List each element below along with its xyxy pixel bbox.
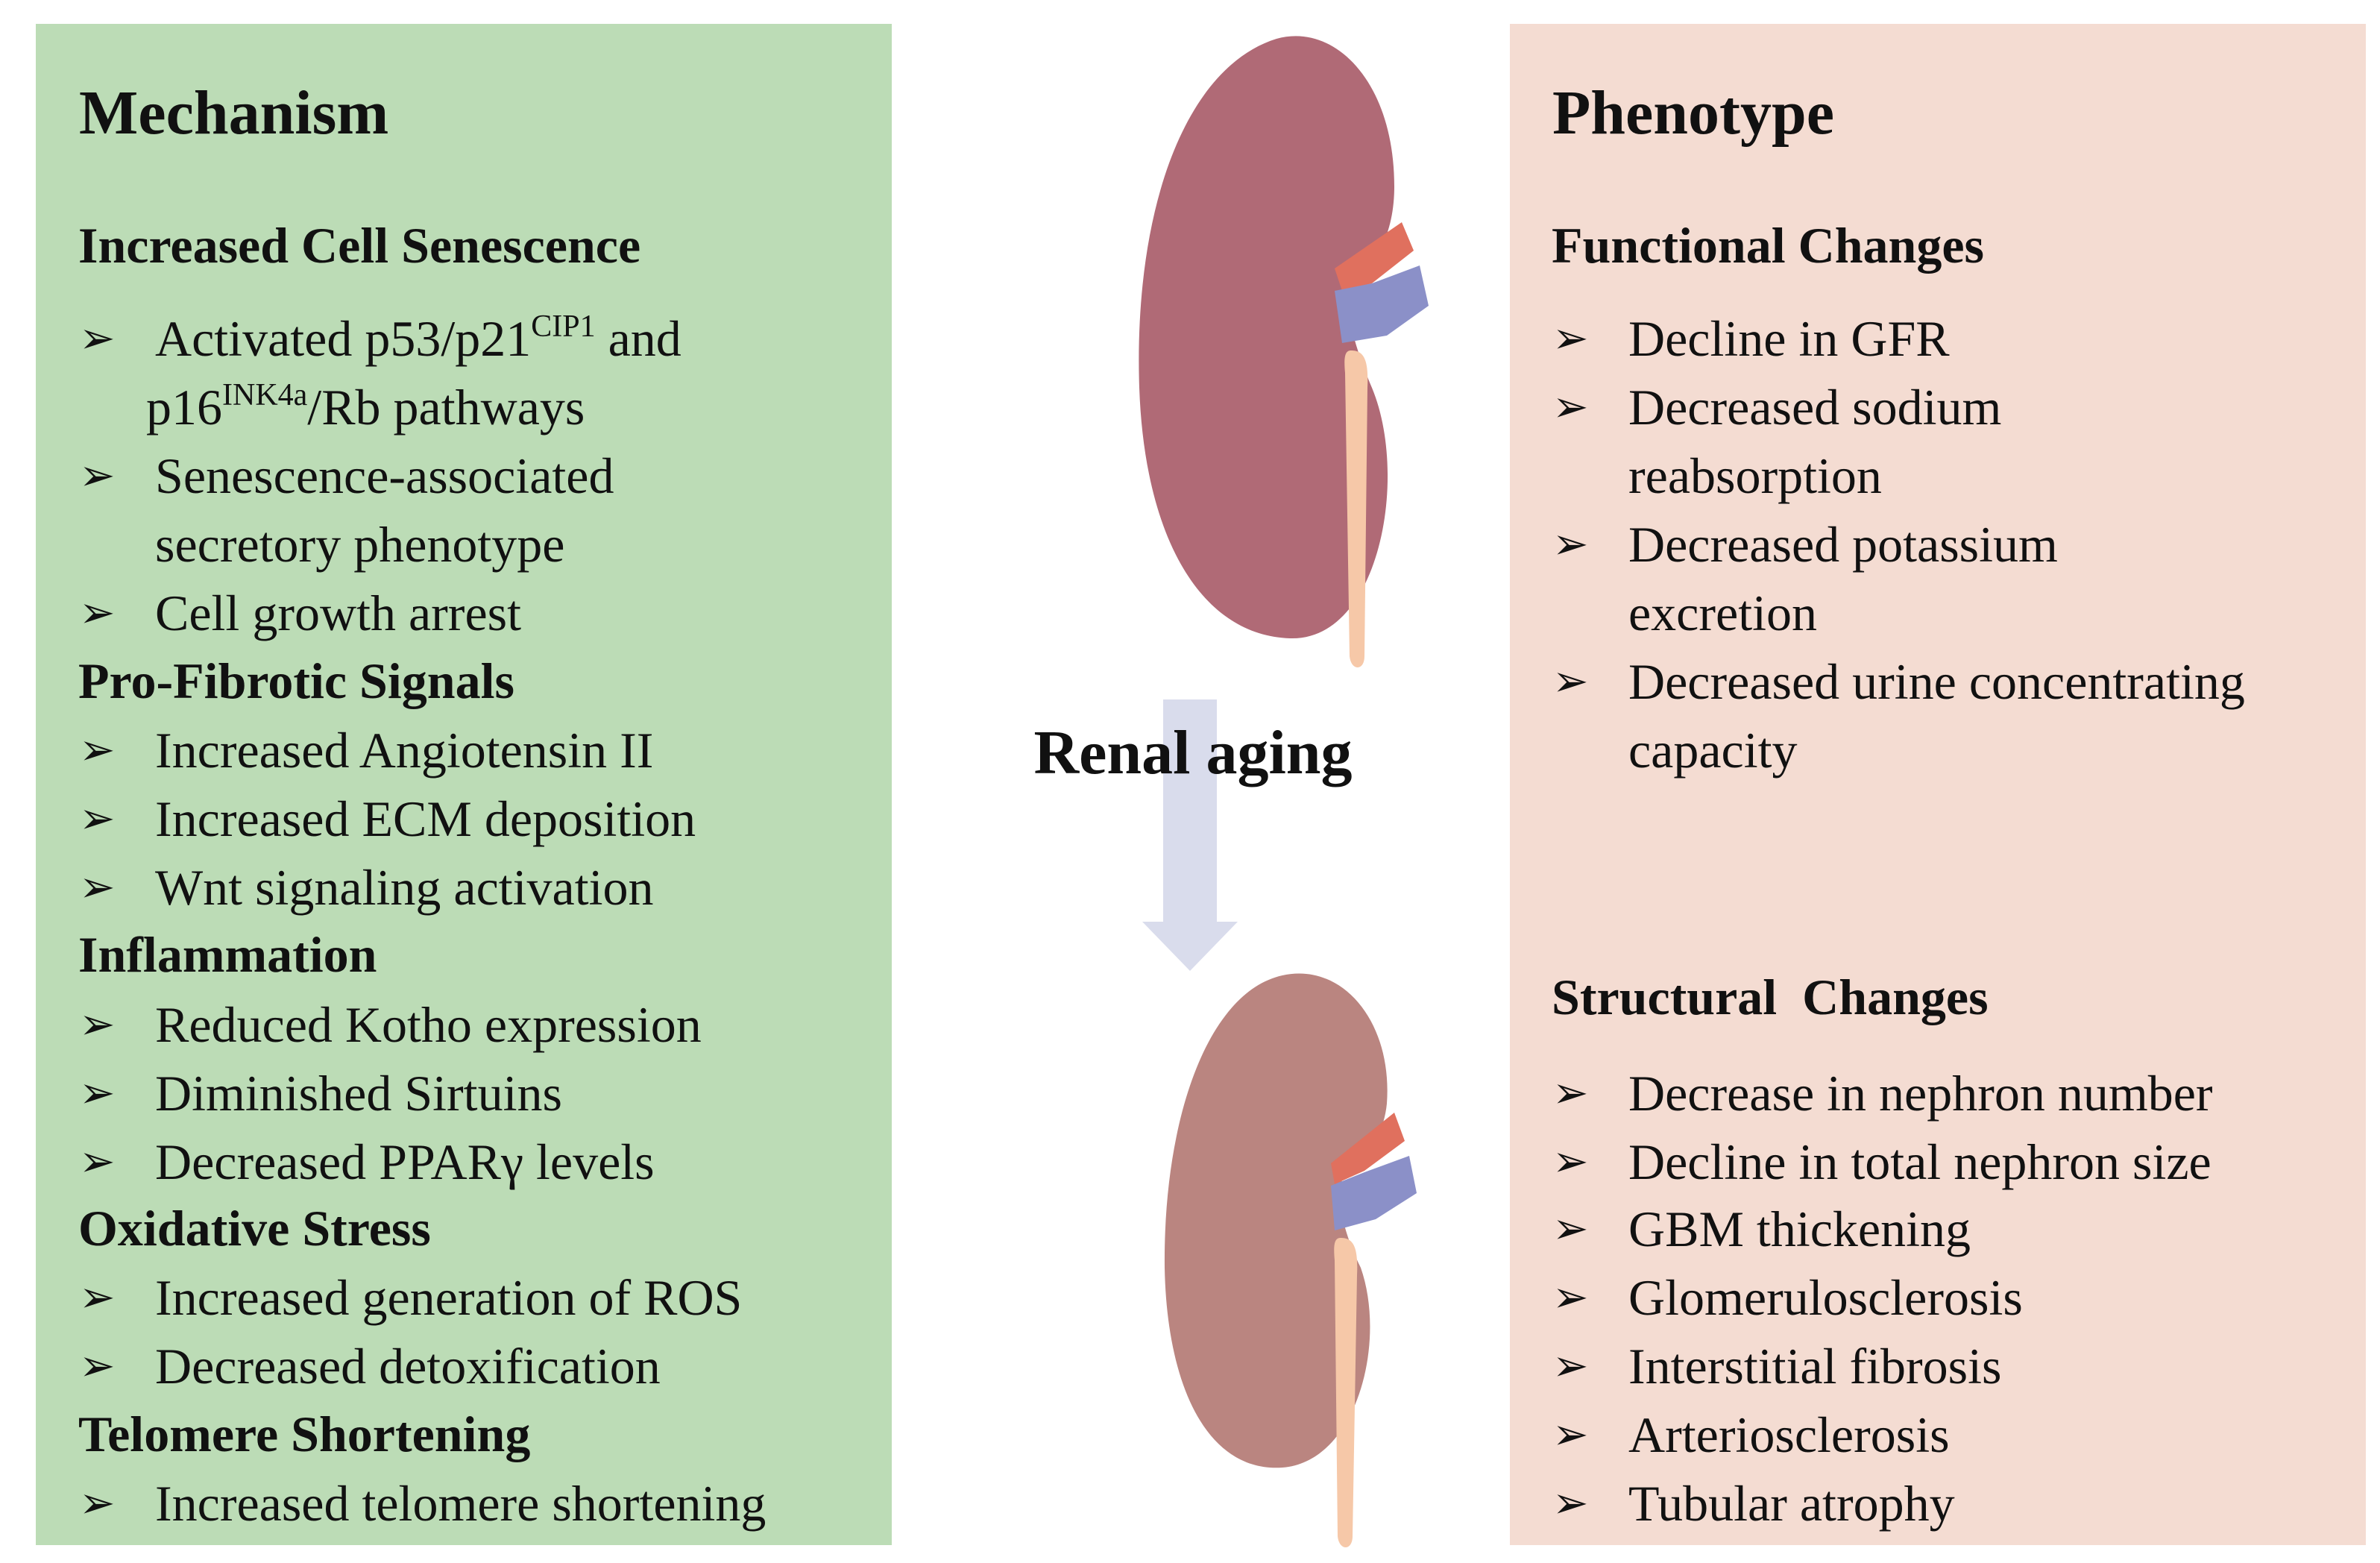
- bullet-arrow-icon: ➢: [79, 726, 116, 774]
- section-heading-functional-changes: Functional Changes: [1552, 217, 1984, 274]
- bullet-arrow-icon: ➢: [79, 863, 116, 911]
- phenotype-panel: Phenotype Functional Changes ➢ Decline i…: [1510, 24, 2366, 1545]
- bullet-arrow-icon: ➢: [1552, 657, 1589, 705]
- bullet-arrow-icon: ➢: [79, 794, 116, 843]
- list-item-text: Increased Angiotensin II: [155, 722, 654, 779]
- section-heading-pro-fibrotic: Pro-Fibrotic Signals: [78, 652, 514, 709]
- list-item-text: Decrease in nephron number: [1628, 1065, 2213, 1122]
- list-item: ➢ Senescence-associated secretory phenot…: [79, 441, 884, 579]
- list-item-text-line2: capacity: [1628, 722, 1798, 779]
- list-item-text: Wnt signaling activation: [155, 859, 654, 916]
- list-item-text: Cell growth arrest: [155, 585, 521, 641]
- bullet-arrow-icon: ➢: [1552, 1273, 1589, 1321]
- bullet-arrow-icon: ➢: [79, 1273, 116, 1321]
- bullet-arrow-icon: ➢: [1552, 1342, 1589, 1390]
- bullet-arrow-icon: ➢: [1552, 1137, 1589, 1186]
- section-heading-telomere: Telomere Shortening: [78, 1406, 531, 1462]
- list-item-text: Decline in total nephron size: [1628, 1133, 2211, 1190]
- mechanism-title: Mechanism: [79, 78, 389, 148]
- list-item-text: Decreased PPARγ levels: [155, 1133, 655, 1190]
- list-item-text-line2: p16INK4a/Rb pathways: [146, 378, 585, 435]
- list-item: ➢ Activated p53/p21CIP1 and p16INK4a/Rb …: [79, 304, 884, 441]
- bullet-arrow-icon: ➢: [79, 1137, 116, 1186]
- list-item-text: Decreased potassium: [1628, 516, 2058, 573]
- bullet-arrow-icon: ➢: [1552, 520, 1589, 568]
- list-item: ➢ Decreased sodium reabsorption: [1552, 373, 2358, 510]
- list-item-text: Activated p53/p21CIP1 and: [155, 309, 681, 367]
- young-kidney-icon: [1139, 36, 1429, 667]
- list-item-text-line2: excretion: [1628, 585, 1817, 641]
- list-item-text: Increased ECM deposition: [155, 790, 696, 847]
- bullet-arrow-icon: ➢: [79, 1342, 116, 1390]
- list-item-text: GBM thickening: [1628, 1201, 1971, 1257]
- bullet-arrow-icon: ➢: [1552, 1410, 1589, 1459]
- list-item-text: Interstitial fibrosis: [1628, 1338, 2002, 1394]
- bullet-arrow-icon: ➢: [79, 1069, 116, 1117]
- aged-kidney-icon: [1164, 973, 1417, 1547]
- list-item-text: Diminished Sirtuins: [155, 1065, 562, 1122]
- bullet-arrow-icon: ➢: [1552, 383, 1589, 431]
- bullet-arrow-icon: ➢: [1552, 1204, 1589, 1253]
- list-item-text: Glomerulosclerosis: [1628, 1269, 2023, 1326]
- list-item: ➢ Decreased potassium excretion: [1552, 510, 2358, 647]
- down-arrow-icon: [1142, 699, 1238, 971]
- section-heading-cell-senescence: Increased Cell Senescence: [78, 217, 641, 274]
- bullet-arrow-icon: ➢: [79, 1479, 116, 1527]
- bullet-arrow-icon: ➢: [79, 314, 116, 362]
- list-item-text-line2: secretory phenotype: [155, 516, 565, 573]
- bullet-arrow-icon: ➢: [79, 1000, 116, 1048]
- section-heading-structural-changes: Structural Changes: [1552, 969, 1989, 1025]
- mechanism-panel: Mechanism Increased Cell Senescence ➢ Ac…: [36, 24, 892, 1545]
- list-item-text: Increased generation of ROS: [155, 1269, 743, 1326]
- renal-aging-figure: [1139, 36, 1429, 1547]
- phenotype-title: Phenotype: [1552, 78, 1834, 148]
- list-item-text: Decline in GFR: [1628, 310, 1950, 367]
- list-item-text: Senescence-associated: [155, 447, 614, 504]
- bullet-arrow-icon: ➢: [1552, 1479, 1589, 1527]
- list-item-text-line2: reabsorption: [1628, 447, 1882, 504]
- list-item-text: Decreased sodium: [1628, 379, 2002, 435]
- section-heading-inflammation: Inflammation: [78, 926, 377, 983]
- list-item-text: Tubular atrophy: [1628, 1475, 1955, 1532]
- bullet-arrow-icon: ➢: [1552, 314, 1589, 362]
- renal-aging-label: Renal aging: [1033, 718, 1353, 787]
- list-item-text: Arteriosclerosis: [1628, 1406, 1950, 1463]
- bullet-arrow-icon: ➢: [79, 588, 116, 637]
- list-item-text: Decreased urine concentrating: [1628, 653, 2245, 710]
- bullet-arrow-icon: ➢: [1552, 1069, 1589, 1117]
- section-heading-oxidative-stress: Oxidative Stress: [78, 1200, 431, 1257]
- list-item-text: Increased telomere shortening: [155, 1475, 766, 1532]
- bullet-arrow-icon: ➢: [79, 451, 116, 500]
- list-item-text: Decreased detoxification: [155, 1338, 661, 1394]
- list-item-text: Reduced Kotho expression: [155, 996, 702, 1053]
- list-item: ➢ Decreased urine concentrating capacity: [1552, 647, 2358, 784]
